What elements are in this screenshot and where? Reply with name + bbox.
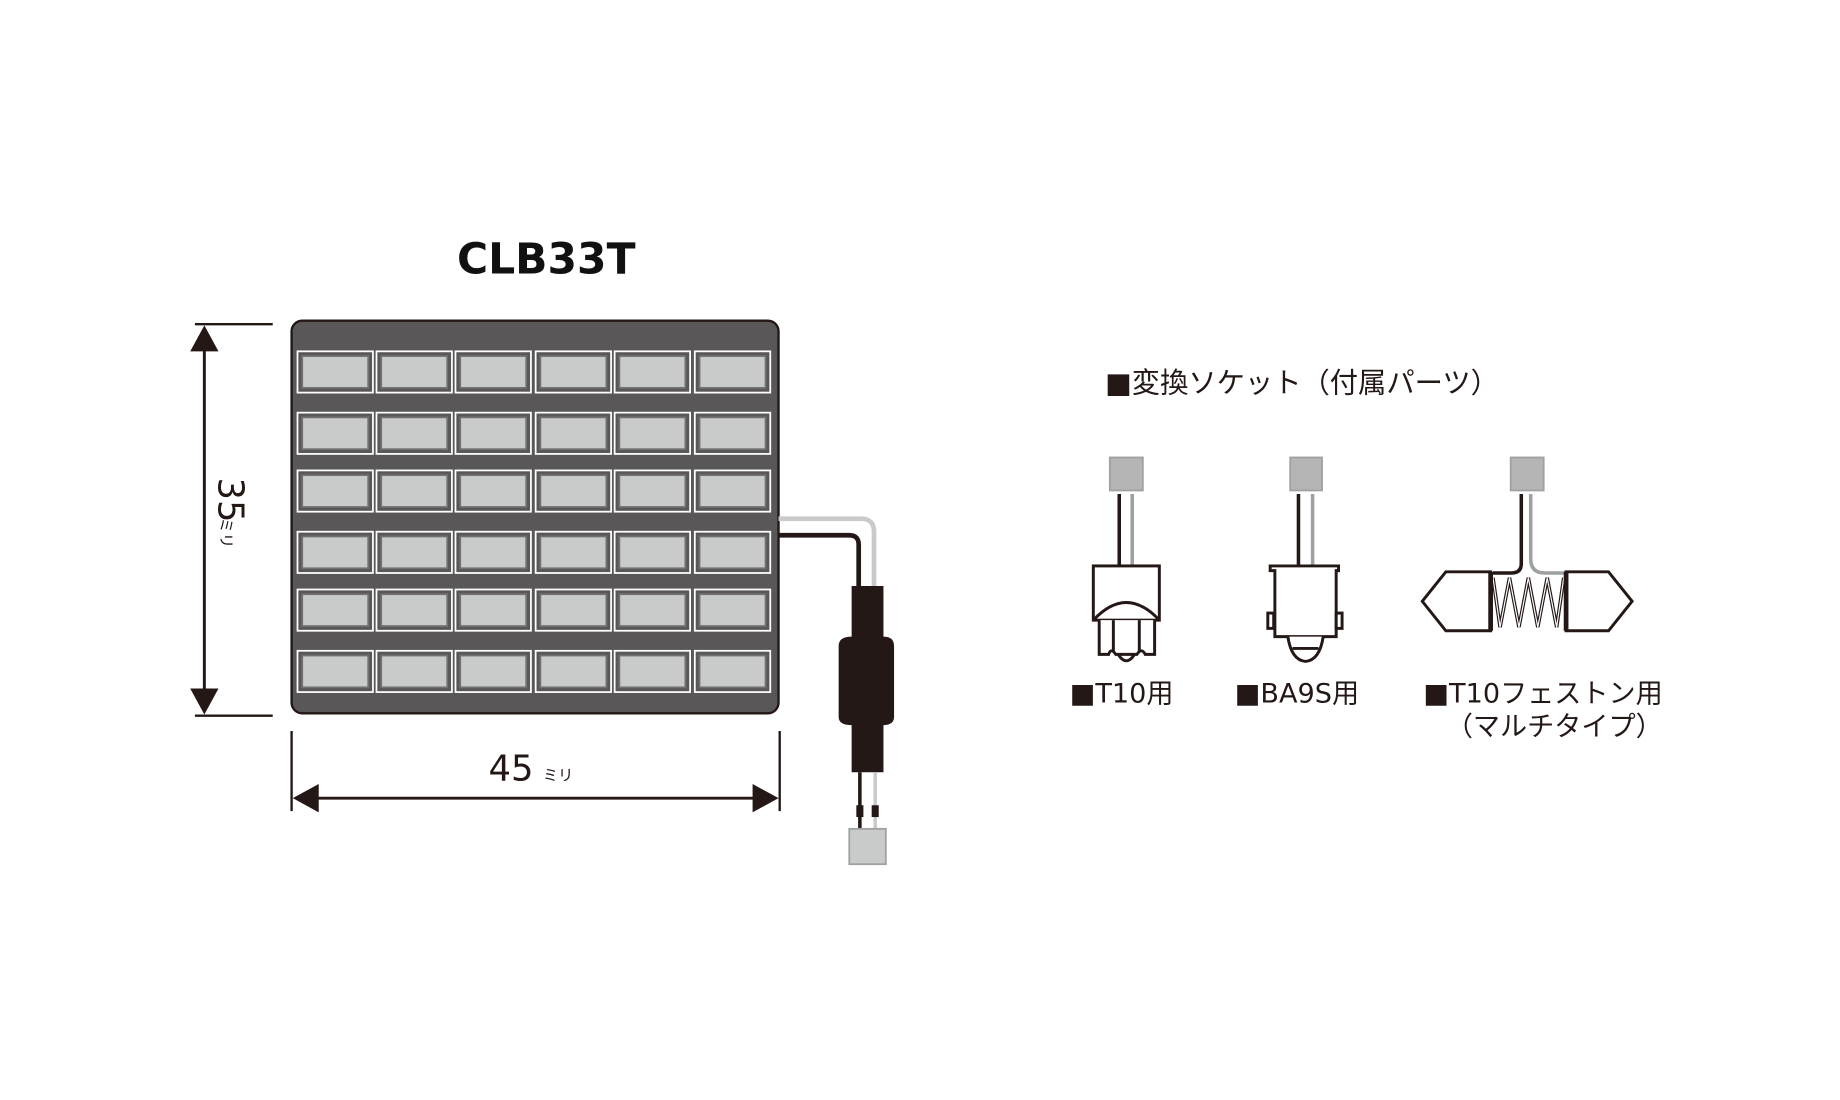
led-chip xyxy=(618,654,687,689)
led-chip xyxy=(618,416,687,451)
led-grid xyxy=(296,350,772,693)
led-chip xyxy=(698,355,767,389)
led-chip xyxy=(539,535,608,570)
led-chip xyxy=(380,654,449,689)
led-chip xyxy=(380,416,449,451)
led-chip xyxy=(459,474,528,508)
led-chip xyxy=(301,593,370,627)
led-chip xyxy=(698,535,767,570)
ba9s-label: ■BA9S用 xyxy=(1235,679,1359,710)
led-chip xyxy=(301,474,370,508)
width-unit: ミリ xyxy=(543,766,574,784)
wire-harness xyxy=(778,516,895,866)
led-chip xyxy=(459,654,528,689)
connector xyxy=(848,827,887,866)
led-chip xyxy=(539,355,608,389)
height-value: 35 xyxy=(209,477,250,522)
led-chip xyxy=(539,474,608,508)
led-chip xyxy=(301,535,370,570)
led-chip xyxy=(698,474,767,508)
t10-socket xyxy=(1091,456,1161,663)
led-chip xyxy=(539,416,608,451)
led-chip xyxy=(698,654,767,689)
led-chip xyxy=(618,593,687,627)
t10-label: ■T10用 xyxy=(1070,679,1174,710)
accessories-heading: ■変換ソケット（付属パーツ） xyxy=(1105,367,1499,400)
festoon-label: ■T10フェストン用 xyxy=(1423,679,1662,710)
led-chip xyxy=(459,593,528,627)
festoon-sublabel: （マルチタイプ） xyxy=(1446,712,1663,743)
led-chip xyxy=(539,593,608,627)
led-chip xyxy=(380,535,449,570)
led-chip xyxy=(618,535,687,570)
led-chip xyxy=(459,535,528,570)
led-chip xyxy=(618,355,687,389)
festoon-socket xyxy=(1420,456,1634,633)
led-chip xyxy=(301,355,370,389)
led-chip xyxy=(698,416,767,451)
height-unit: ミリ xyxy=(217,518,235,549)
led-chip xyxy=(301,654,370,689)
width-value: 45 xyxy=(488,748,533,789)
led-chip xyxy=(380,593,449,627)
led-chip xyxy=(380,355,449,389)
led-chip xyxy=(380,474,449,508)
led-chip xyxy=(459,416,528,451)
led-chip xyxy=(459,355,528,389)
model-title: CLB33T xyxy=(457,236,636,285)
led-chip xyxy=(539,654,608,689)
led-chip xyxy=(618,474,687,508)
ba9s-socket xyxy=(1266,456,1344,663)
width-dimension: 45 ミリ xyxy=(290,730,781,813)
led-chip xyxy=(301,416,370,451)
height-dimension: 35 ミリ xyxy=(190,323,273,717)
resistor-box xyxy=(838,585,895,773)
led-chip xyxy=(698,593,767,627)
